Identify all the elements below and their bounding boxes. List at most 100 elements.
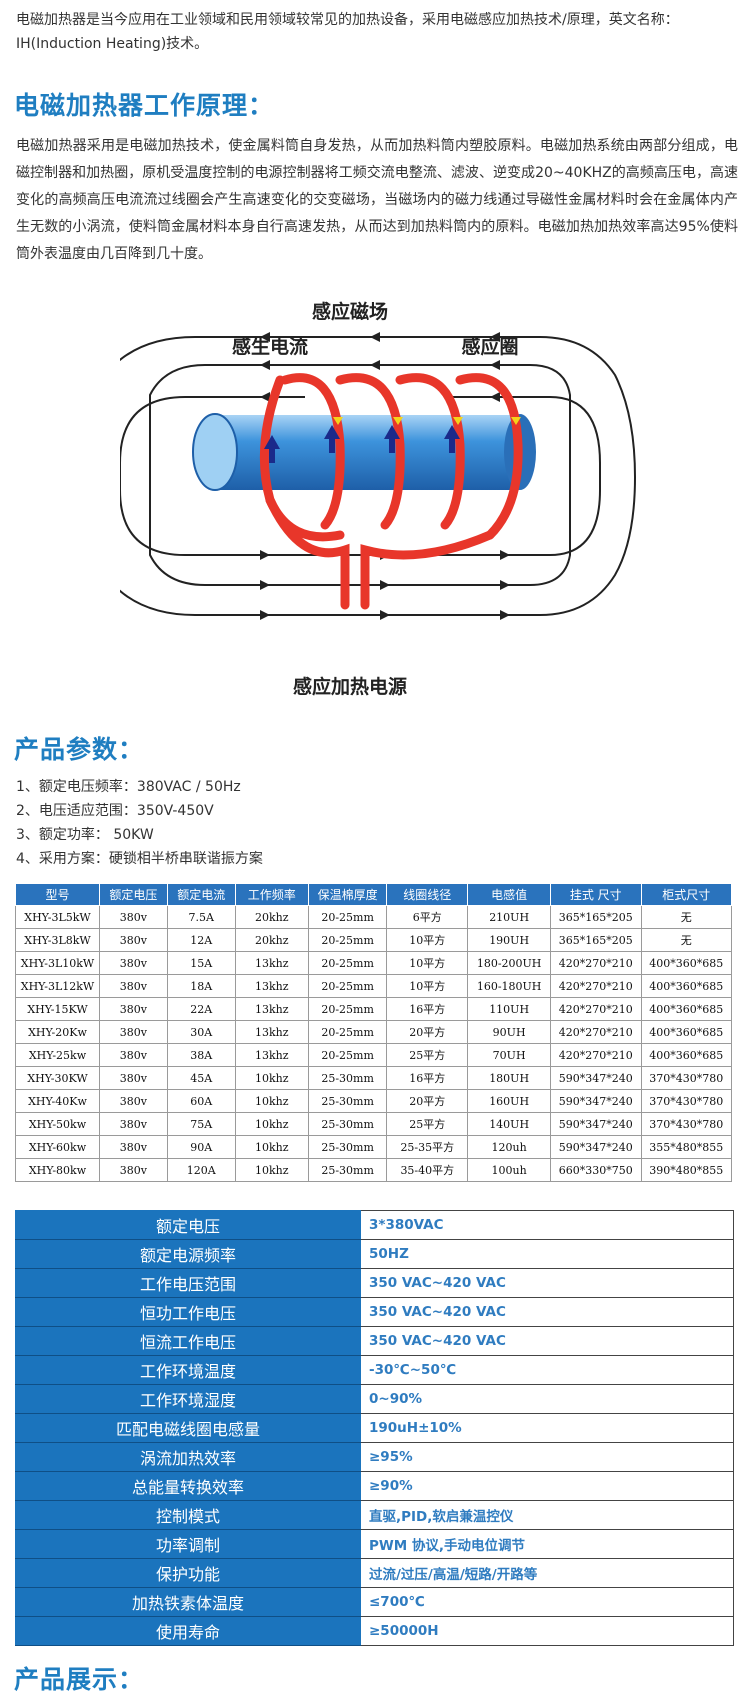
rated-label: 匹配电磁线圈电感量 — [15, 1413, 361, 1443]
table-cell: 180UH — [467, 1066, 552, 1090]
table-cell: 420*270*210 — [550, 997, 642, 1021]
param-item: 2、电压适应范围：350V-450V — [16, 803, 214, 819]
rated-value: 350 VAC~420 VAC — [360, 1326, 734, 1356]
table-cell: 20khz — [234, 928, 309, 952]
table-cell: 45A — [166, 1066, 236, 1090]
rated-value: ≤700℃ — [360, 1587, 734, 1617]
spec-header-row: 型号额定电压额定电流工作频率保温棉厚度线圈线径电感值挂式 尺寸柜式尺寸 — [15, 883, 732, 906]
table-cell: 190UH — [467, 928, 552, 952]
rated-label: 总能量转换效率 — [15, 1471, 361, 1501]
table-cell: 400*360*685 — [640, 974, 732, 998]
rated-value: 0~90% — [360, 1384, 734, 1414]
rated-label: 加热铁素体温度 — [15, 1587, 361, 1617]
rated-label: 保护功能 — [15, 1558, 361, 1588]
rated-row: 涡流加热效率≥95% — [15, 1442, 734, 1472]
params-heading: 产品参数： — [14, 735, 145, 764]
table-cell: 380v — [98, 928, 168, 952]
table-cell: 20-25mm — [307, 928, 388, 952]
table-cell: 90UH — [467, 1020, 552, 1044]
table-cell: 30A — [166, 1020, 236, 1044]
table-cell: 20平方 — [386, 1020, 469, 1044]
table-cell: 140UH — [467, 1112, 552, 1136]
table-cell: 400*360*685 — [640, 1020, 732, 1044]
param-item: 1、额定电压频率：380VAC / 50Hz — [16, 779, 241, 795]
spec-header-cell: 电感值 — [467, 883, 552, 906]
table-cell: 18A — [166, 974, 236, 998]
table-cell: 380v — [98, 997, 168, 1021]
rated-row: 加热铁素体温度≤700℃ — [15, 1587, 734, 1617]
table-cell: 370*430*780 — [640, 1066, 732, 1090]
table-cell: 25-30mm — [307, 1112, 388, 1136]
intro-paragraph: 电磁加热器是当今应用在工业领域和民用领域较常见的加热设备，采用电磁感应加热技术/… — [16, 12, 679, 52]
table-cell: 25-30mm — [307, 1066, 388, 1090]
rated-row: 控制模式直驱,PID,软启兼温控仪 — [15, 1500, 734, 1530]
table-cell: XHY-40Kw — [15, 1089, 100, 1113]
rated-label: 功率调制 — [15, 1529, 361, 1559]
rated-label: 工作电压范围 — [15, 1268, 361, 1298]
induction-heating-diagram: 感应磁场 感生电流 感应圈 感应加热电源 — [120, 300, 637, 698]
table-cell: 25平方 — [386, 1043, 469, 1067]
table-cell: 380v — [98, 1066, 168, 1090]
spec-header-cell: 保温棉厚度 — [307, 883, 388, 906]
table-cell: 无 — [640, 928, 732, 952]
table-cell: 13khz — [234, 951, 309, 975]
table-cell: 20-25mm — [307, 997, 388, 1021]
rated-row: 使用寿命≥50000H — [15, 1616, 734, 1646]
rated-label: 使用寿命 — [15, 1616, 361, 1646]
table-cell: 120A — [166, 1158, 236, 1182]
table-cell: 380v — [98, 1135, 168, 1159]
spec-header-cell: 工作频率 — [234, 883, 309, 906]
rated-label: 涡流加热效率 — [15, 1442, 361, 1472]
param-item: 4、采用方案：硬锁相半桥串联谐振方案 — [16, 851, 263, 867]
spec-header-cell: 型号 — [15, 883, 100, 906]
table-cell: 15A — [166, 951, 236, 975]
rated-label: 工作环境湿度 — [15, 1384, 361, 1414]
table-cell: 380v — [98, 1020, 168, 1044]
table-cell: 160UH — [467, 1089, 552, 1113]
table-cell: 365*165*205 — [550, 905, 642, 929]
induced-current-label: 感生电流 — [232, 335, 308, 358]
table-cell: 390*480*855 — [640, 1158, 732, 1182]
table-cell: 100uh — [467, 1158, 552, 1182]
param-item: 3、额定功率： 50KW — [16, 827, 154, 843]
table-cell: 370*430*780 — [640, 1112, 732, 1136]
table-cell: 10平方 — [386, 974, 469, 998]
spec-header-cell: 额定电压 — [98, 883, 168, 906]
table-cell: 16平方 — [386, 1066, 469, 1090]
table-cell: 38A — [166, 1043, 236, 1067]
table-cell: 10khz — [234, 1089, 309, 1113]
table-cell: 20-25mm — [307, 1043, 388, 1067]
table-cell: 10khz — [234, 1158, 309, 1182]
table-cell: 210UH — [467, 905, 552, 929]
table-cell: 10平方 — [386, 928, 469, 952]
table-cell: 13khz — [234, 1020, 309, 1044]
spec-header-cell: 柜式尺寸 — [640, 883, 732, 906]
rated-value: 50HZ — [360, 1239, 734, 1269]
table-cell: 20-25mm — [307, 1020, 388, 1044]
table-cell: 13khz — [234, 974, 309, 998]
table-cell: 25-30mm — [307, 1089, 388, 1113]
spec-table: 型号额定电压额定电流工作频率保温棉厚度线圈线径电感值挂式 尺寸柜式尺寸 XHY-… — [15, 883, 732, 1182]
table-cell: 420*270*210 — [550, 951, 642, 975]
table-cell: 20-25mm — [307, 951, 388, 975]
table-cell: 20平方 — [386, 1089, 469, 1113]
coil-label: 感应圈 — [461, 335, 518, 358]
table-cell: XHY-20Kw — [15, 1020, 100, 1044]
table-cell: 355*480*855 — [640, 1135, 732, 1159]
table-cell: 20khz — [234, 905, 309, 929]
table-cell: 25-30mm — [307, 1135, 388, 1159]
params-list: 1、额定电压频率：380VAC / 50Hz 2、电压适应范围：350V-450… — [16, 775, 263, 871]
table-cell: 无 — [640, 905, 732, 929]
table-cell: 7.5A — [166, 905, 236, 929]
table-cell: 12A — [166, 928, 236, 952]
